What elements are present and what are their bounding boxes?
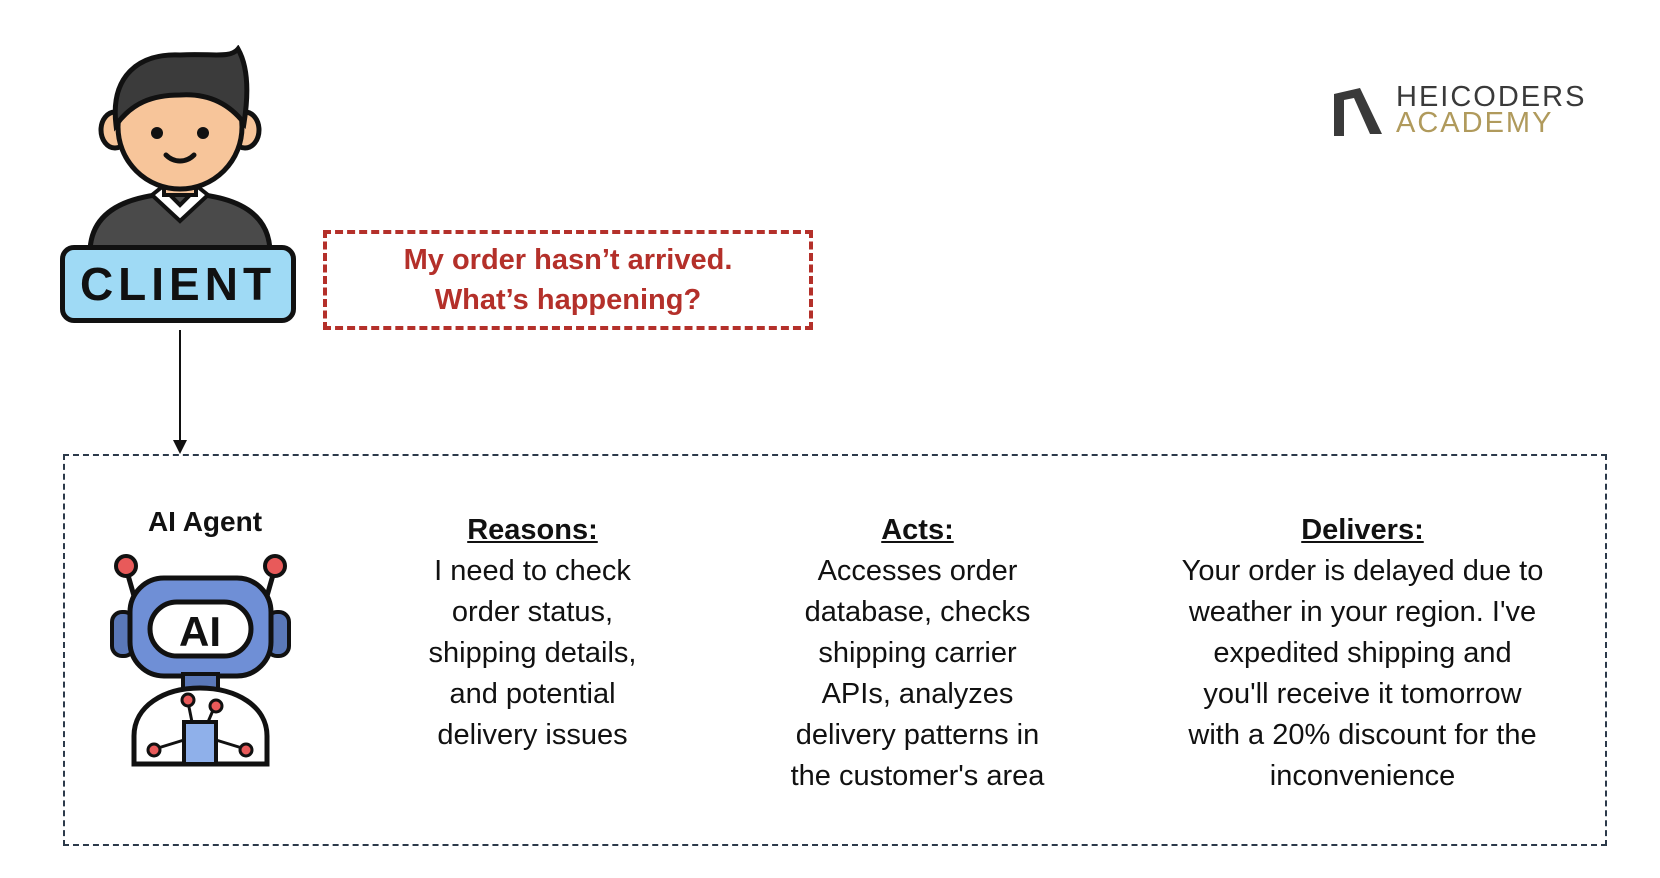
logo-text-heicoders: HEICODERS (1396, 81, 1587, 113)
delivers-line: Your order is delayed due to (1181, 555, 1544, 587)
ai-agent-panel (63, 454, 1607, 846)
flow-arrow (173, 330, 187, 454)
delivers-heading: Delivers: (1301, 514, 1424, 546)
delivers-line: you'll receive it tomorrow (1203, 678, 1522, 710)
ai-agent-title: AI Agent (147, 506, 263, 537)
acts-line: database, checks (804, 596, 1031, 628)
heicoders-logo: HEICODERS ACADEMY (1330, 82, 1590, 144)
delivers-line: with a 20% discount for the (1188, 719, 1537, 751)
ai-robot-icon: AI (110, 554, 291, 767)
question-line: My order hasn’t arrived. (403, 244, 733, 276)
reasons-line: order status, (451, 596, 614, 628)
delivers-column: Delivers: Your order is delayed due to w… (1135, 510, 1590, 797)
acts-line: delivery patterns in (795, 719, 1040, 751)
person-avatar-icon (87, 45, 273, 255)
delivers-line: weather in your region. I've (1188, 596, 1537, 628)
reasons-line: I need to check (434, 555, 631, 587)
acts-line: Accesses order (817, 555, 1018, 587)
reasons-line: delivery issues (437, 719, 628, 751)
logo-mark-icon (1334, 88, 1382, 136)
reasons-line: and potential (449, 678, 616, 710)
acts-column: Acts: Accesses order database, checks sh… (740, 510, 1095, 797)
reasons-heading: Reasons: (467, 514, 598, 546)
client-figure: CLIENT (60, 45, 305, 330)
delivers-line: inconvenience (1269, 760, 1456, 792)
acts-line: APIs, analyzes (821, 678, 1014, 710)
client-question-text: My order hasn’t arrived. What’s happenin… (404, 240, 733, 320)
client-label: CLIENT (60, 245, 296, 323)
reasons-line: shipping details, (428, 637, 637, 669)
acts-line: shipping carrier (818, 637, 1017, 669)
acts-heading: Acts: (881, 514, 954, 546)
robot-visor-text: AI (179, 608, 221, 655)
client-question-bubble: My order hasn’t arrived. What’s happenin… (323, 230, 813, 330)
delivers-line: expedited shipping and (1213, 637, 1512, 669)
reasons-column: Reasons: I need to check order status, s… (370, 510, 695, 756)
question-line: What’s happening? (434, 284, 702, 316)
acts-line: the customer's area (790, 760, 1045, 792)
logo-text-academy: ACADEMY (1396, 107, 1554, 139)
